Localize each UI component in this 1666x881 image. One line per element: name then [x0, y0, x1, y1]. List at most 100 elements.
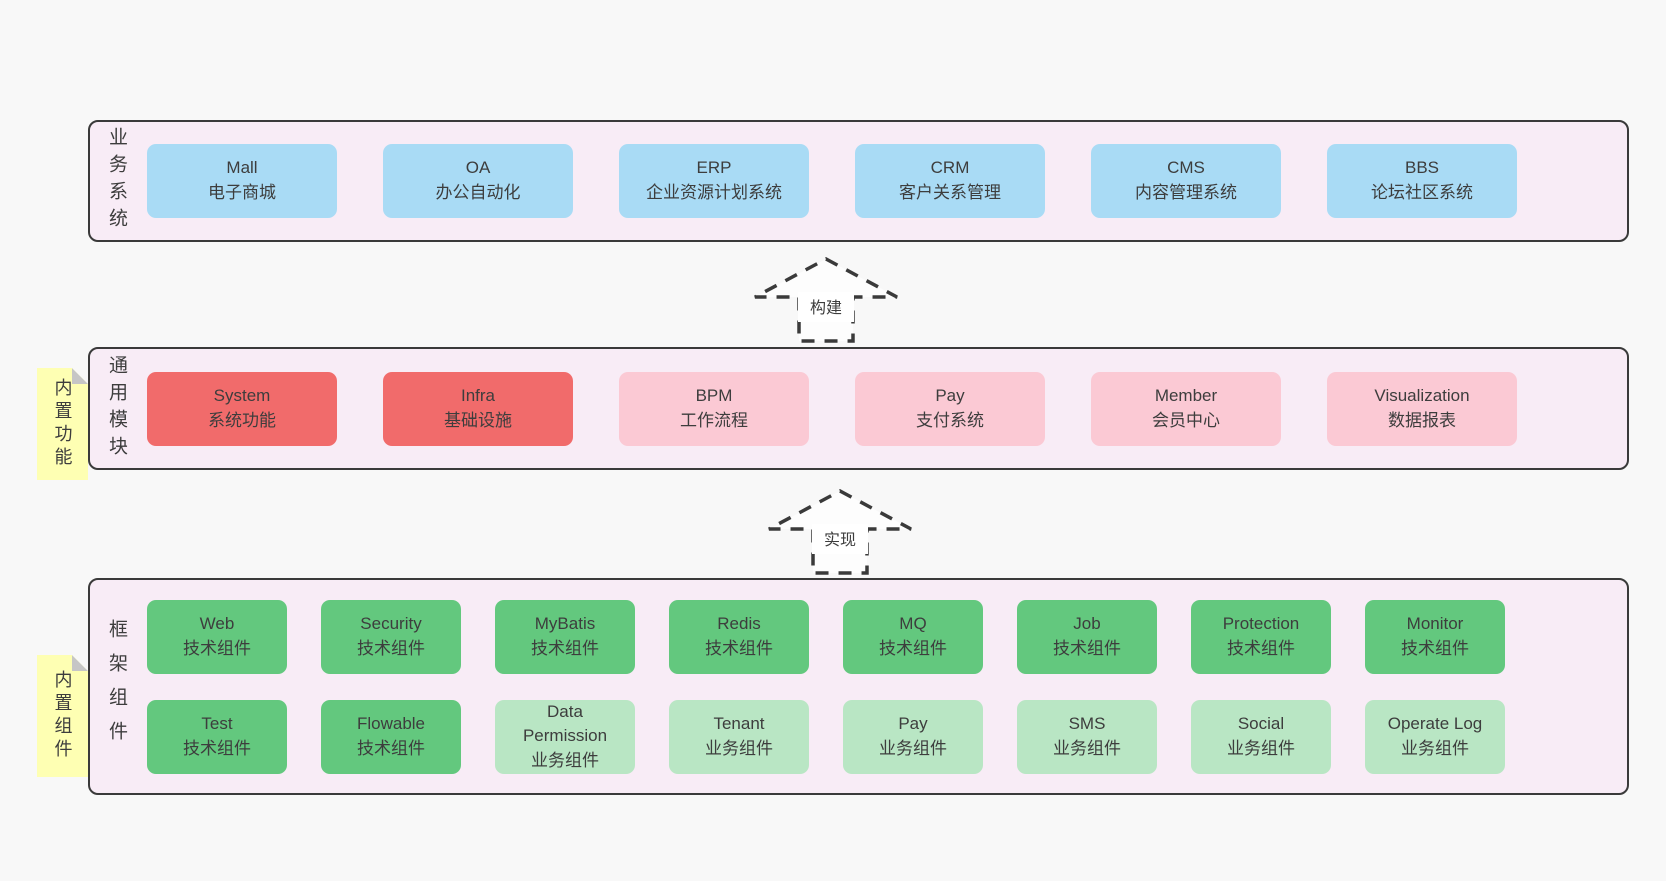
box-title: Social [1237, 713, 1285, 733]
module-box-security: Security 技术组件 [321, 599, 461, 674]
module-box-bpm: BPM 工作流程 [619, 371, 809, 446]
box-title: Visualization [1374, 385, 1470, 405]
up-arrow-icon [754, 257, 898, 343]
box-subtitle: 企业资源计划系统 [646, 183, 782, 202]
box-subtitle: 业务组件 [879, 738, 947, 758]
box-subtitle: 基础设施 [444, 410, 512, 430]
module-box-pay: Pay 支付系统 [855, 371, 1045, 446]
box-subtitle: 技术组件 [879, 638, 947, 658]
module-box-redis: Redis 技术组件 [669, 599, 809, 674]
box-title: MyBatis [534, 613, 596, 633]
module-box-pay: Pay 业务组件 [843, 699, 983, 774]
arrow-build: 构建 [754, 257, 898, 343]
module-box-system: System 系统功能 [147, 371, 337, 446]
box-subtitle: 客户关系管理 [899, 183, 1001, 202]
box-subtitle: 办公自动化 [435, 183, 521, 202]
box-subtitle: 技术组件 [531, 638, 599, 658]
box-title: Tenant [713, 713, 765, 733]
box-title: Mall [226, 158, 258, 178]
box-title: Protection [1222, 613, 1300, 633]
box-title: SMS [1068, 713, 1106, 733]
box-subtitle: 技术组件 [705, 638, 773, 658]
layer-label: 框架组件 [106, 618, 127, 755]
box-subtitle: 技术组件 [1401, 638, 1469, 658]
module-box-sms: SMS 业务组件 [1017, 699, 1157, 774]
sticky-note-label: 内置组件 [52, 670, 73, 762]
sticky-note-built-in-features: 内置功能 [37, 368, 88, 480]
layer-label: 通用模块 [106, 354, 127, 463]
layer-business-systems: 业务系统 Mall 电子商城 OA 办公自动化 ERP 企业资源计划系统 CRM 客户关系管理… [88, 120, 1629, 242]
box-title: Redis [717, 613, 761, 633]
box-subtitle: 数据报表 [1388, 410, 1456, 430]
box-subtitle: 业务组件 [531, 750, 599, 770]
box-title: MQ [899, 613, 927, 633]
module-box-mybatis: MyBatis 技术组件 [495, 599, 635, 674]
box-subtitle: 支付系统 [916, 410, 984, 430]
box-title: Web [199, 613, 235, 633]
box-title: Security [360, 613, 422, 633]
box-subtitle: 技术组件 [357, 738, 425, 758]
box-subtitle: 业务组件 [1053, 738, 1121, 758]
module-box-infra: Infra 基础设施 [383, 371, 573, 446]
box-title: Infra [460, 385, 496, 405]
module-box-oa: OA 办公自动化 [383, 144, 573, 218]
box-subtitle: 业务组件 [1401, 738, 1469, 758]
box-title: Job [1073, 613, 1101, 633]
box-title: Monitor [1406, 613, 1464, 633]
module-box-social: Social 业务组件 [1191, 699, 1331, 774]
module-box-job: Job 技术组件 [1017, 599, 1157, 674]
box-title: System [213, 385, 271, 405]
box-title: CRM [930, 158, 970, 178]
box-subtitle: 电子商城 [208, 183, 276, 202]
module-box-flowable: Flowable 技术组件 [321, 699, 461, 774]
sticky-note-label: 内置功能 [52, 378, 73, 470]
box-subtitle: 业务组件 [705, 738, 773, 758]
box-subtitle: 技术组件 [183, 638, 251, 658]
module-box-tenant: Tenant 业务组件 [669, 699, 809, 774]
layer-label: 业务系统 [106, 127, 127, 235]
module-box-web: Web 技术组件 [147, 599, 287, 674]
layer-common-modules: 通用模块 System 系统功能 Infra 基础设施 BPM 工作流程 Pay 支付系统 Me… [88, 347, 1629, 470]
box-subtitle: 工作流程 [680, 410, 748, 430]
module-box-protection: Protection 技术组件 [1191, 599, 1331, 674]
box-title: ERP [696, 158, 732, 178]
box-title: Member [1154, 385, 1218, 405]
box-title: BBS [1404, 158, 1440, 178]
box-subtitle: 业务组件 [1227, 738, 1295, 758]
box-title: BPM [695, 385, 733, 405]
box-subtitle: 技术组件 [1227, 638, 1295, 658]
note-fold-corner-icon [72, 655, 88, 671]
arrow-implement: 实现 [768, 489, 912, 575]
box-subtitle: 技术组件 [1053, 638, 1121, 658]
box-title: Test [201, 713, 233, 733]
box-title: Flowable [356, 713, 426, 733]
box-subtitle: 技术组件 [183, 738, 251, 758]
module-box-test: Test 技术组件 [147, 699, 287, 774]
box-title: Pay [898, 713, 928, 733]
box-title: OA [465, 158, 491, 178]
box-title: Pay [935, 385, 965, 405]
module-box-erp: ERP 企业资源计划系统 [619, 144, 809, 218]
box-subtitle: 论坛社区系统 [1371, 183, 1473, 202]
module-box-mq: MQ 技术组件 [843, 599, 983, 674]
box-title: CMS [1167, 158, 1205, 178]
box-subtitle: 技术组件 [357, 638, 425, 658]
module-box-bbs: BBS 论坛社区系统 [1327, 144, 1517, 218]
box-subtitle: 系统功能 [208, 410, 276, 430]
arrow-label: 实现 [824, 531, 856, 549]
module-box-mall: Mall 电子商城 [147, 144, 337, 218]
module-box-visualization: Visualization 数据报表 [1327, 371, 1517, 446]
up-arrow-icon [768, 489, 912, 575]
arrow-label-background [812, 524, 868, 554]
